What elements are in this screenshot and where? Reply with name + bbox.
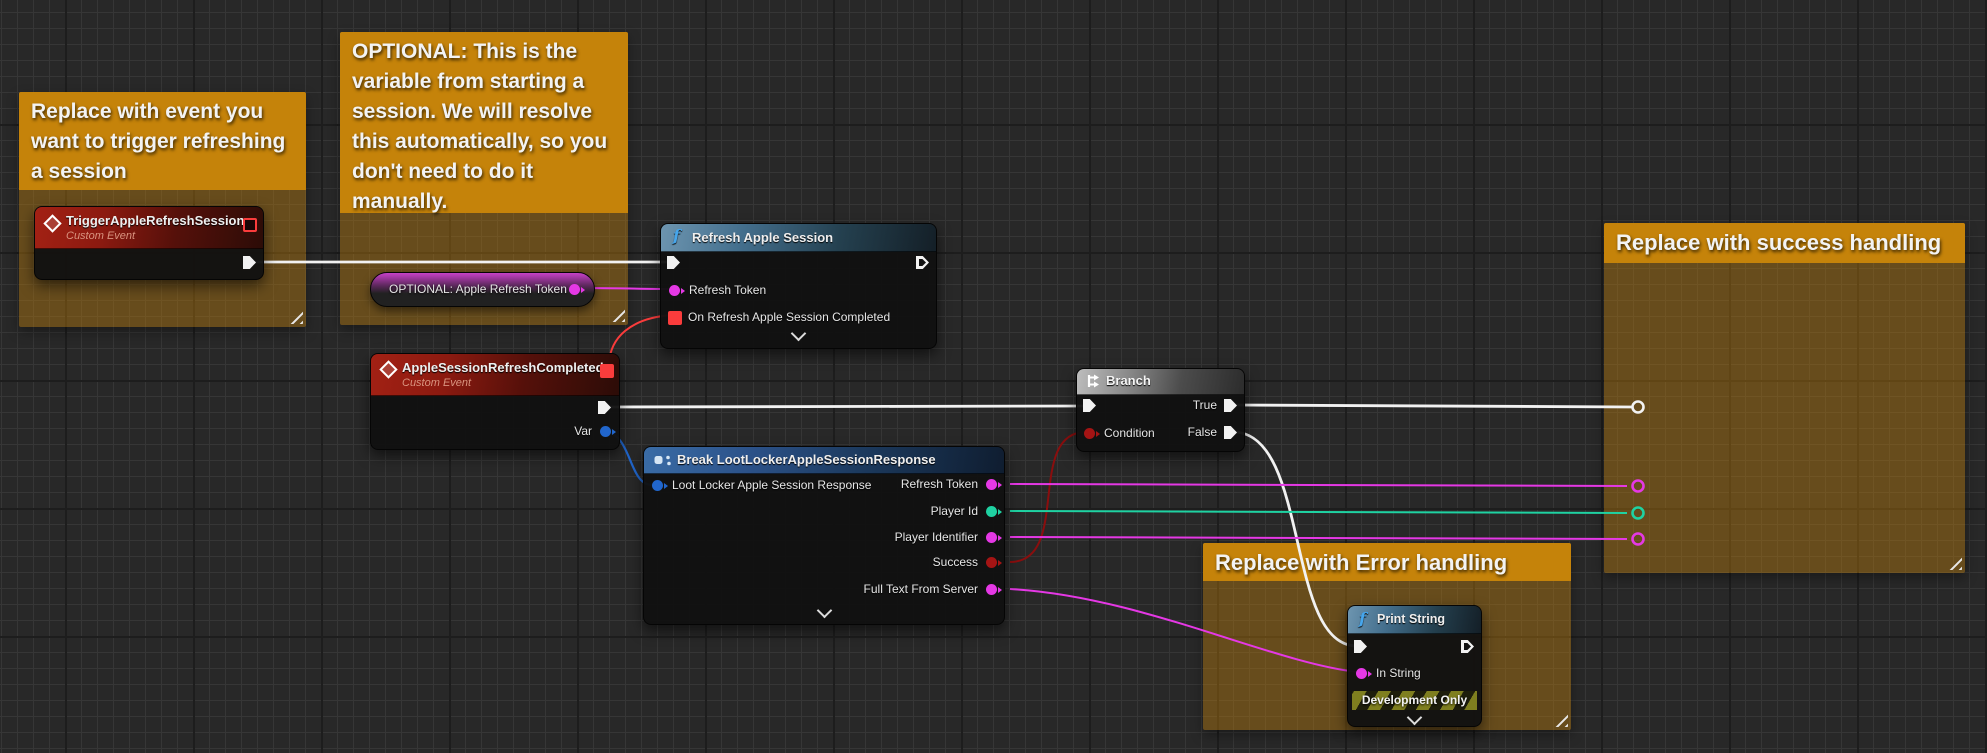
comment-header[interactable]: Replace with success handling [1604, 223, 1965, 263]
function-icon: f [673, 226, 680, 245]
node-title: Refresh Apple Session [692, 230, 834, 245]
node-print-string[interactable]: f Print String In String Development Onl… [1347, 605, 1482, 727]
exec-in-pin[interactable] [1083, 399, 1096, 412]
player-id-out-pin[interactable] [986, 506, 1002, 517]
wire-exec-event-to-branch[interactable] [609, 404, 1087, 409]
chevron-down-icon[interactable] [790, 325, 807, 342]
node-subtitle: Custom Event [402, 377, 472, 389]
success-out-pin[interactable] [986, 557, 1002, 568]
wire-player-id-out[interactable] [1009, 510, 1628, 514]
reroute-refresh-token-tail [1645, 483, 1651, 489]
exec-out-pin[interactable] [1461, 640, 1474, 653]
wire-fulltext-to-instring[interactable] [1009, 588, 1358, 673]
node-apple-session-refresh-completed[interactable]: AppleSessionRefreshCompleted Custom Even… [370, 353, 620, 450]
comment-header[interactable]: OPTIONAL: This is the variable from star… [340, 32, 628, 213]
comment-header[interactable]: Replace with Error handling [1203, 543, 1571, 581]
pin-label: Player Id [930, 504, 978, 518]
pin-label: Refresh Token [900, 477, 978, 491]
delegate-pin[interactable] [600, 364, 614, 378]
variable-label: OPTIONAL: Apple Refresh Token [389, 282, 567, 296]
node-branch[interactable]: Branch True Condition False [1076, 368, 1245, 452]
string-out-pin[interactable] [569, 284, 585, 295]
reroute-exec-tail [1645, 404, 1651, 410]
node-apple-refresh-token-variable[interactable]: OPTIONAL: Apple Refresh Token [370, 272, 595, 307]
node-title: AppleSessionRefreshCompleted [402, 360, 604, 375]
node-title: Branch [1106, 373, 1151, 388]
pin-label: True [1192, 398, 1217, 412]
exec-out-pin[interactable] [916, 256, 929, 269]
function-icon: f [1359, 609, 1366, 628]
node-subtitle: Custom Event [66, 230, 136, 242]
break-struct-icon [654, 455, 671, 466]
node-refresh-apple-session[interactable]: f Refresh Apple Session Refresh Token On… [660, 223, 937, 349]
comment-success-handling[interactable]: Replace with success handling [1604, 223, 1965, 573]
pin-label: Condition [1104, 426, 1155, 440]
node-header[interactable] [35, 207, 263, 249]
pin-label: Player Identifier [894, 530, 978, 544]
wire-player-identifier-out[interactable] [1009, 536, 1628, 540]
pin-label: Success [932, 555, 978, 569]
node-title: TriggerAppleRefreshSession [66, 213, 245, 228]
node-header[interactable] [1077, 369, 1244, 395]
comment-body [1604, 223, 1965, 573]
wire-success-to-condition[interactable] [1009, 431, 1087, 563]
var-struct-pin[interactable] [600, 426, 616, 437]
false-exec-pin[interactable] [1224, 426, 1237, 439]
node-title: Break LootLockerAppleSessionResponse [677, 452, 936, 467]
in-string-pin[interactable] [1356, 668, 1372, 679]
refresh-token-out-pin[interactable] [986, 479, 1002, 490]
reroute-player-identifier-tail [1645, 536, 1651, 542]
reroute-refresh-token[interactable] [1631, 479, 1645, 493]
pin-label: False [1187, 425, 1217, 439]
pin-label: In String [1376, 666, 1421, 680]
pin-label: On Refresh Apple Session Completed [688, 310, 891, 324]
reroute-player-identifier[interactable] [1631, 532, 1645, 546]
development-only-banner: Development Only [1352, 691, 1477, 710]
comment-header[interactable]: Replace with event you want to trigger r… [19, 92, 306, 190]
chevron-down-icon[interactable] [816, 602, 833, 619]
branch-icon [1087, 374, 1099, 388]
true-exec-pin[interactable] [1224, 399, 1237, 412]
node-header[interactable] [644, 447, 1004, 474]
condition-pin[interactable] [1084, 428, 1100, 439]
response-struct-in-pin[interactable] [652, 480, 668, 491]
exec-in-pin[interactable] [1354, 640, 1367, 653]
delegate-pin[interactable] [243, 218, 257, 232]
pin-label: Var [574, 424, 592, 438]
reroute-player-id-tail [1645, 510, 1651, 516]
wire-refresh-token-out[interactable] [1009, 483, 1628, 487]
wire-branch-false-to-print[interactable] [1233, 430, 1358, 648]
reroute-exec[interactable] [1631, 400, 1645, 414]
node-break-lootlocker-apple-session-response[interactable]: Break LootLockerAppleSessionResponse Loo… [643, 446, 1005, 625]
player-identifier-out-pin[interactable] [986, 532, 1002, 543]
pin-label: Full Text From Server [863, 582, 978, 596]
node-header[interactable] [661, 224, 936, 252]
on-completed-delegate-pin[interactable] [668, 311, 682, 325]
node-title: Print String [1377, 612, 1446, 626]
node-trigger-apple-refresh-session[interactable]: TriggerAppleRefreshSession Custom Event [34, 206, 264, 280]
full-text-out-pin[interactable] [986, 584, 1002, 595]
pin-label: Refresh Token [689, 283, 767, 297]
exec-in-pin[interactable] [667, 256, 680, 269]
exec-out-pin[interactable] [598, 401, 611, 414]
wire-branch-true[interactable] [1233, 403, 1634, 409]
pin-label: Loot Locker Apple Session Response [672, 478, 872, 492]
chevron-down-icon[interactable] [1406, 709, 1423, 726]
node-header[interactable] [1348, 606, 1481, 634]
node-header[interactable] [371, 354, 619, 396]
refresh-token-pin[interactable] [669, 285, 685, 296]
reroute-player-id[interactable] [1631, 506, 1645, 520]
exec-out-pin[interactable] [243, 256, 256, 269]
